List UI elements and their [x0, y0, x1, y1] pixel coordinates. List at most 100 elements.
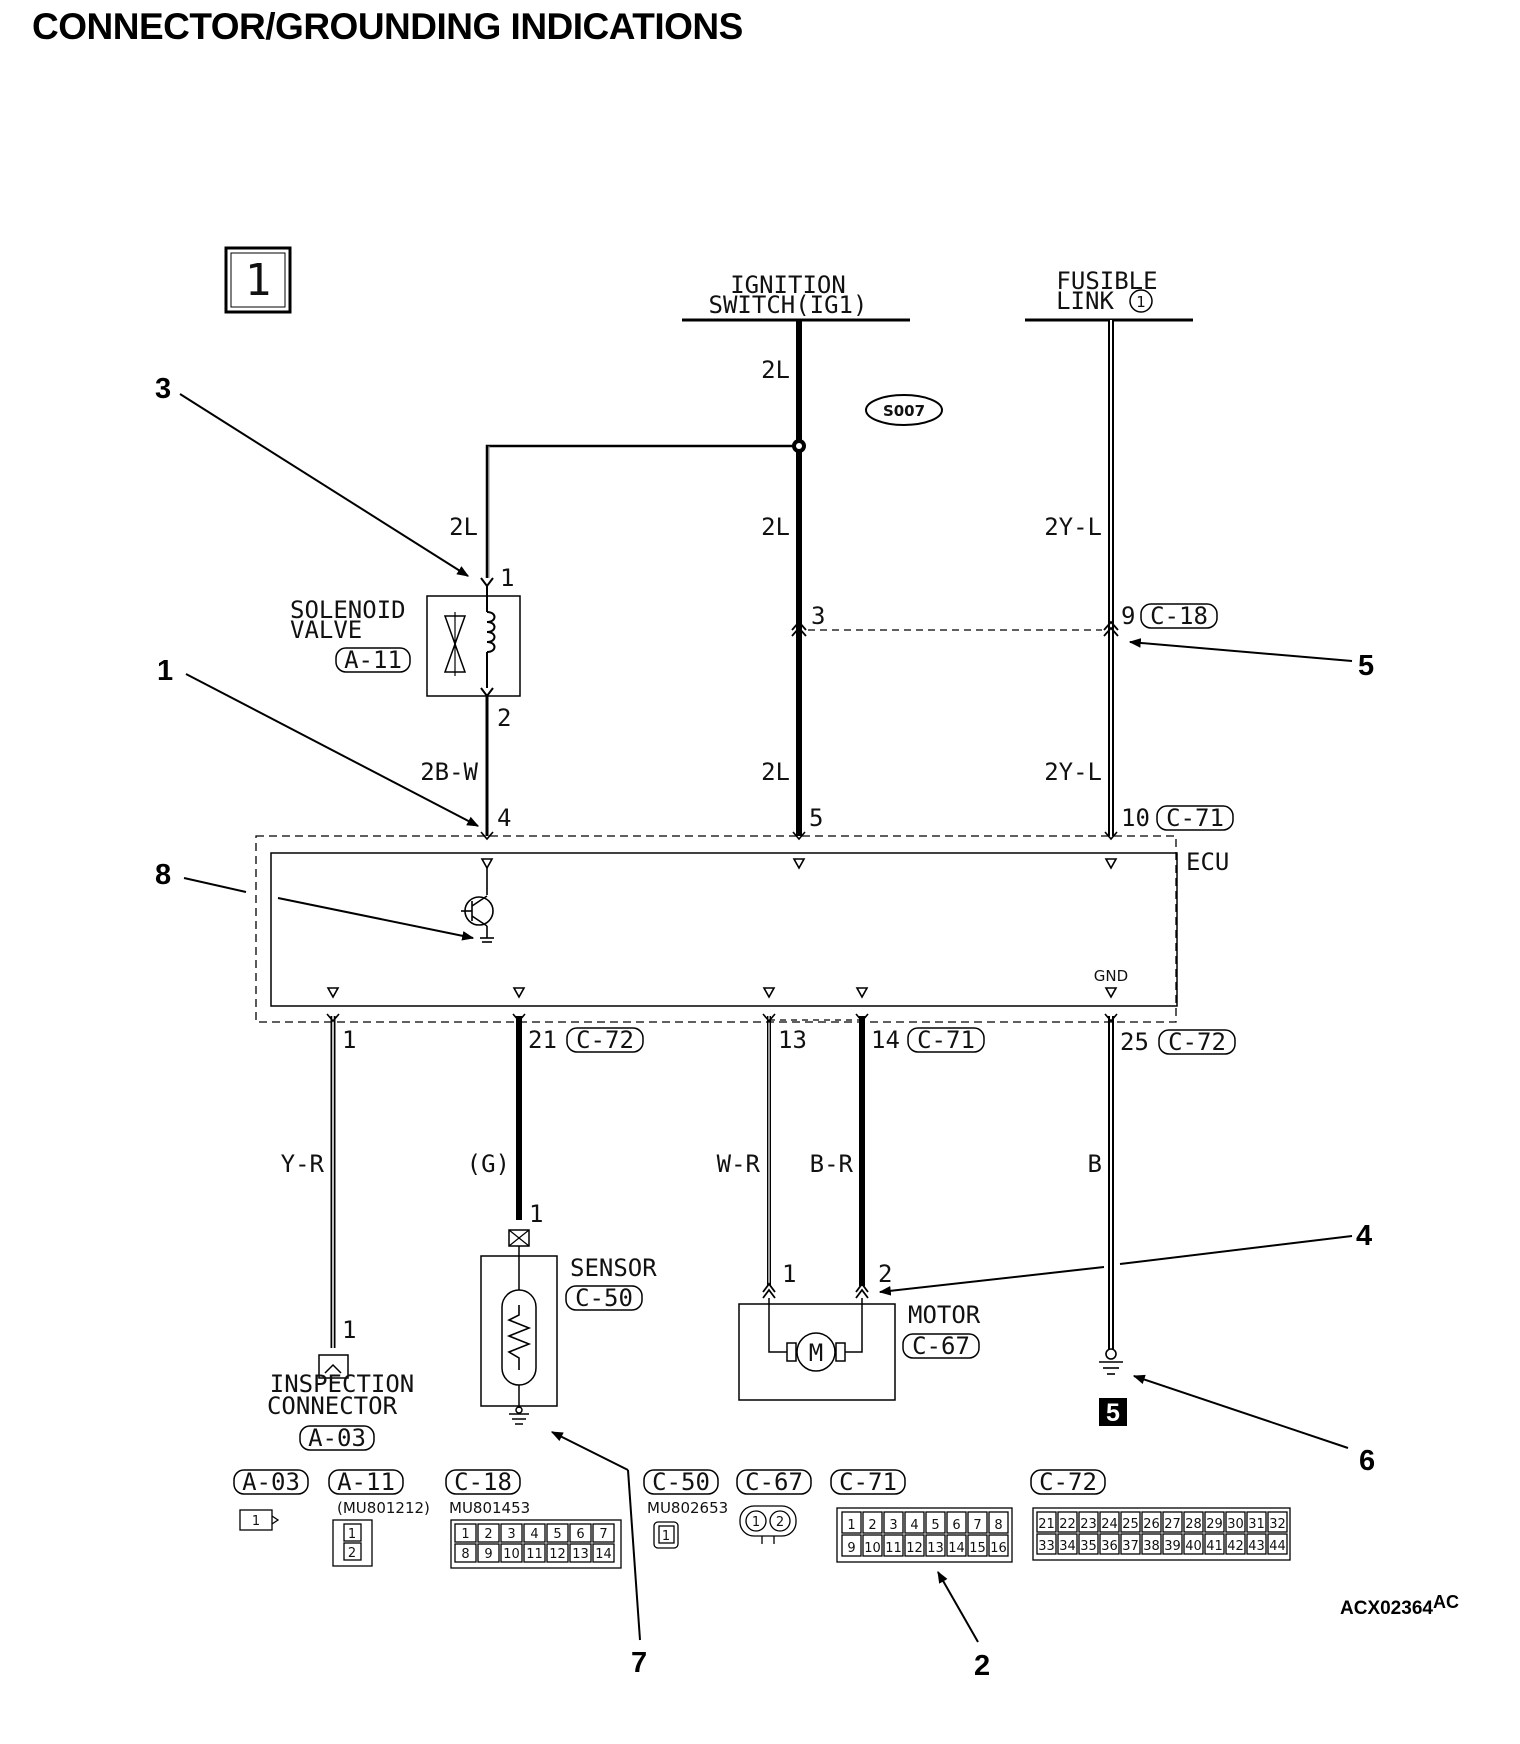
legend-c18-pin: 6: [576, 1527, 584, 1542]
pin-ecu13: 13: [778, 1026, 807, 1054]
svg-text:A-11: A-11: [337, 1468, 395, 1496]
wire-label-ground: B: [1088, 1150, 1102, 1178]
legend-c18-pin: 2: [484, 1527, 492, 1542]
legend-c72-pin: 37: [1122, 1539, 1139, 1554]
legend-c72-pin: 27: [1164, 1517, 1181, 1532]
legend-c71-pin: 3: [889, 1518, 897, 1533]
callout-7: 7: [631, 1647, 647, 1679]
legend-c71-pin: 4: [910, 1518, 918, 1533]
legend-c71-cell: [946, 1534, 967, 1557]
motor: M MOTOR C-67: [738, 1282, 981, 1401]
page-title: CONNECTOR/GROUNDING INDICATIONS: [32, 6, 743, 47]
legend-c71-cell: [841, 1511, 862, 1534]
legend-c18-pin: 8: [461, 1547, 469, 1562]
legend-c71-cell: [988, 1534, 1009, 1557]
legend-c18-pin: 5: [553, 1527, 561, 1542]
wires: [330, 320, 1114, 1350]
legend-c18-cell: [546, 1523, 569, 1543]
callout-5: 5: [1358, 650, 1374, 682]
legend-c72-cell: [1078, 1511, 1099, 1533]
legend-c18-cell: [477, 1543, 500, 1563]
svg-text:C-67: C-67: [745, 1468, 803, 1496]
legend-c72-pin: 42: [1227, 1539, 1244, 1554]
legend-c72-pin: 28: [1185, 1517, 1202, 1532]
svg-text:C-71: C-71: [917, 1026, 975, 1054]
legend-c71-cell: [946, 1511, 967, 1534]
legend-c18-cell: [500, 1543, 523, 1563]
legend-c71-pin: 9: [847, 1541, 855, 1556]
callout-3: 3: [155, 373, 171, 405]
wire-label-insp: Y-R: [281, 1150, 325, 1178]
pin-c18-3: 3: [811, 602, 825, 630]
legend-a11-part: (MU801212): [337, 1499, 430, 1517]
svg-text:M: M: [809, 1339, 823, 1367]
legend-c71-pin: 11: [885, 1541, 902, 1556]
legend-c72-cell: [1120, 1511, 1141, 1533]
legend-c72-cell: [1225, 1511, 1246, 1533]
ecu-pin-arrows: [326, 831, 1118, 1023]
legend-c71-pin: 8: [994, 1518, 1002, 1533]
legend-c72-cell: [1162, 1533, 1183, 1555]
legend-c72-pin: 29: [1206, 1517, 1223, 1532]
legend-c72-cell: [1036, 1511, 1057, 1533]
inspection-connector: INSPECTION CONNECTOR A-03: [267, 1354, 415, 1452]
legend-c18-cell: [546, 1543, 569, 1563]
legend-c18-pin: 3: [507, 1527, 515, 1542]
legend-c71-cell: [904, 1534, 925, 1557]
callout-8: 8: [155, 859, 171, 891]
solenoid-valve: SOLENOID VALVE A-11: [290, 577, 521, 698]
pin-motor2: 2: [878, 1260, 892, 1288]
legend-c72-cell: [1057, 1511, 1078, 1533]
svg-text:INSPECTION: INSPECTION: [270, 1370, 415, 1398]
legend-c72-pin: 44: [1269, 1539, 1286, 1554]
legend-c71-cell: [967, 1534, 988, 1557]
legend-c71-cell: [925, 1534, 946, 1557]
legend-c71-pin: 5: [931, 1518, 939, 1533]
connector-tag-c71-motor: C-71: [907, 1026, 985, 1054]
legend-c72-pin: 25: [1122, 1517, 1139, 1532]
legend-a11-pin-1: 1: [348, 1527, 356, 1542]
legend-c72-cell: [1267, 1511, 1288, 1533]
legend-c18-pin: 4: [530, 1527, 538, 1542]
legend-c72-cell: [1099, 1533, 1120, 1555]
legend-c71-pin: 13: [927, 1541, 944, 1556]
legend-c72-pin: 21: [1038, 1517, 1055, 1532]
legend-c18-pin: 1: [461, 1527, 469, 1542]
legend-c72-pin: 35: [1080, 1539, 1097, 1554]
svg-text:LINK: LINK: [1056, 287, 1114, 315]
legend-c72-pin: 30: [1227, 1517, 1244, 1532]
svg-text:S007: S007: [883, 402, 925, 420]
legend-c72-pin: 26: [1143, 1517, 1160, 1532]
pin-c18-9: 9: [1121, 602, 1135, 630]
legend-c18-cell: [454, 1543, 477, 1563]
legend-c18-pin: 11: [526, 1547, 543, 1562]
legend-c72-cell: [1162, 1511, 1183, 1533]
svg-text:A-03: A-03: [308, 1424, 366, 1452]
legend-c72-pin: 31: [1248, 1517, 1265, 1532]
sensor: SENSOR C-50: [480, 1229, 657, 1425]
legend-c71-cell: [841, 1534, 862, 1557]
legend-c71-pin: 14: [948, 1541, 965, 1556]
svg-text:1: 1: [1136, 293, 1146, 311]
svg-text:C-72: C-72: [576, 1026, 634, 1054]
legend-c67-pin-1: 1: [752, 1515, 760, 1530]
ground-point: 5: [1099, 1348, 1127, 1427]
pin-motor1: 1: [782, 1260, 796, 1288]
legend-c67-pin-2: 2: [776, 1515, 784, 1530]
pin-sensor1: 1: [529, 1200, 543, 1228]
legend-connector-tags: A-03 A-11 C-18 C-50 C-67 C-71 C-72: [233, 1468, 1106, 1496]
legend-c71-cell: [862, 1511, 883, 1534]
svg-text:VALVE: VALVE: [290, 616, 362, 644]
transistor-symbol: [461, 868, 494, 943]
legend-c72-pin: 32: [1269, 1517, 1286, 1532]
figure-code: ACX02364AC: [1340, 1592, 1459, 1619]
legend-c18-part: MU801453: [449, 1499, 530, 1517]
legend-c18-pin: 9: [484, 1547, 492, 1562]
wire-label-motor1: W-R: [717, 1150, 761, 1178]
legend-c18-pin: 14: [595, 1547, 612, 1562]
legend-c72-pin: 36: [1101, 1539, 1118, 1554]
pin-ecu10: 10: [1121, 804, 1150, 832]
pin-ecu5: 5: [809, 804, 823, 832]
legend-c72-pin: 33: [1038, 1539, 1055, 1554]
